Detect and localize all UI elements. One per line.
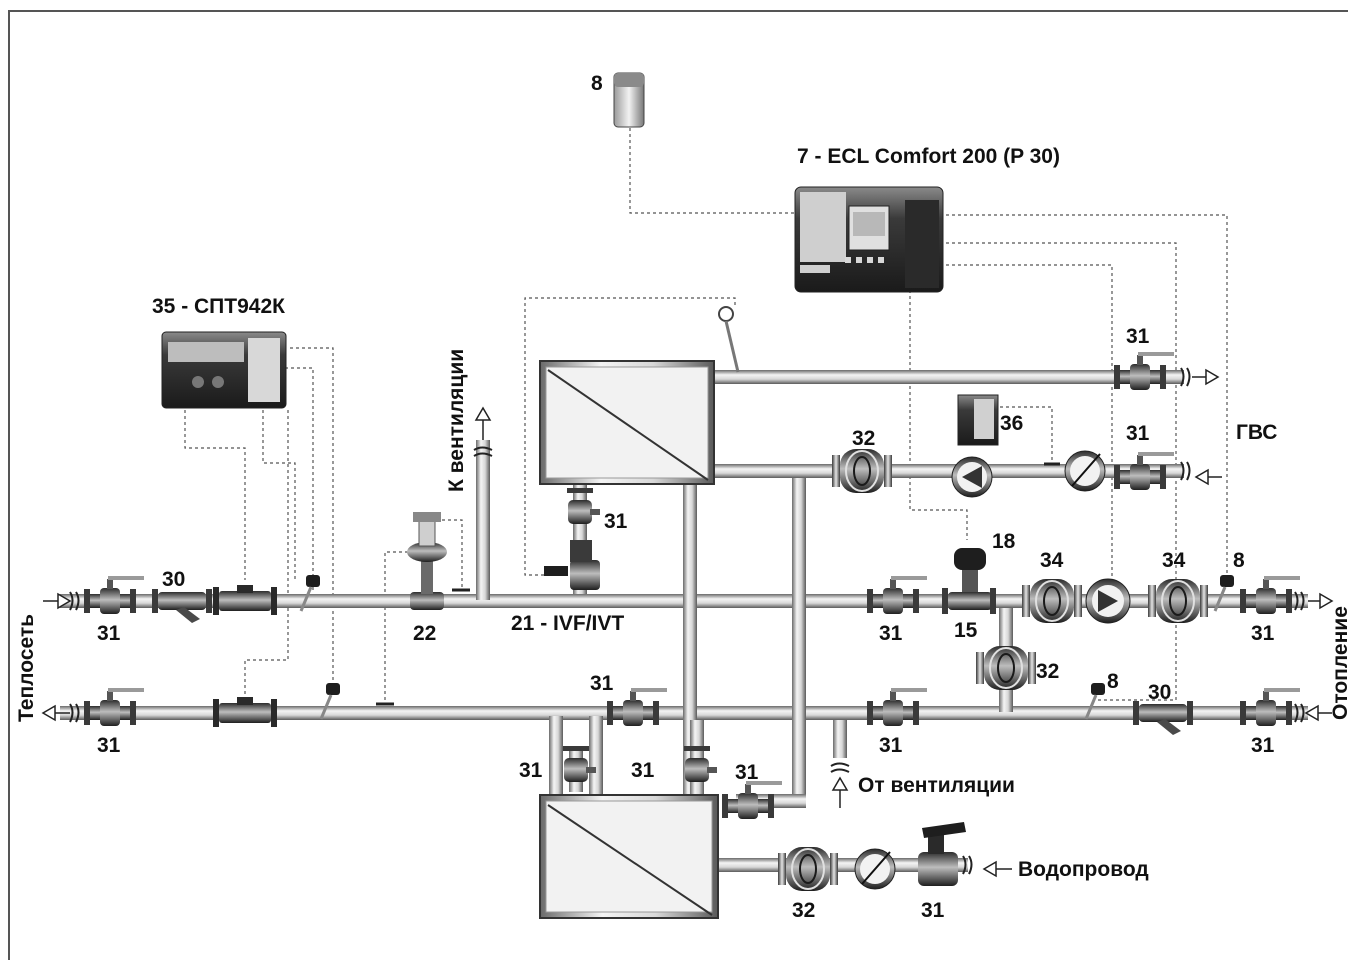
arrow-heating-in (1304, 704, 1332, 722)
label-n22: 22 (413, 622, 436, 645)
compensator-heating (975, 645, 1037, 691)
compensator-water (777, 846, 839, 892)
valve21-label: 21 - IVF/IVT (511, 612, 624, 635)
label-heating: Отопление (1329, 606, 1348, 720)
label-n31-hx2-c: 31 (735, 761, 759, 784)
label-n34-b: 34 (1162, 549, 1186, 572)
label-n31-return-hx: 31 (590, 672, 614, 695)
ball-valve-hx1 (567, 488, 600, 534)
label-n31-dhw-top: 31 (1126, 325, 1150, 348)
ball-valve-dhw-out (1114, 352, 1174, 390)
label-dhw: ГВС (1236, 421, 1277, 444)
label-heat-network: Теплосеть (15, 614, 38, 722)
outer-border (8, 10, 1348, 960)
arrow-water-in (982, 860, 1012, 878)
label-n15: 15 (954, 619, 978, 642)
pipe-break-marks (69, 367, 1305, 875)
arrow-dhw-out (1192, 368, 1220, 386)
label-n31-dhw-mid: 31 (1126, 422, 1150, 445)
cold-water-meter (854, 848, 896, 890)
ball-valve-return-right (1240, 688, 1300, 726)
label-to-ventilation: К вентиляции (445, 349, 468, 492)
pressure-regulator (407, 512, 447, 610)
arrow-dhw-in (1194, 468, 1222, 486)
compensator-34a (1021, 578, 1083, 624)
frequency-converter (957, 394, 999, 446)
label-n31-supply-left: 31 (97, 622, 121, 645)
water-supply-valve (918, 822, 966, 886)
arrow-from-vent (831, 776, 849, 808)
arrow-heat-in (43, 592, 72, 610)
label-n30-supply: 30 (162, 568, 185, 591)
ball-valve-return-mid (867, 688, 927, 726)
heat-exchanger-heating (539, 794, 719, 919)
meter-label: 35 - СПТ942К (152, 295, 285, 318)
arrow-heating-out (1308, 592, 1334, 610)
dhw-temp-sensor (718, 306, 740, 373)
arrow-heat-out (41, 704, 70, 722)
label-n31-hx2-b: 31 (631, 759, 655, 782)
ball-valve-supply-right (1240, 576, 1300, 614)
strainer-supply (152, 589, 212, 623)
arrow-to-vent (474, 406, 492, 440)
flow-arrows (41, 368, 1334, 878)
label-n30-return: 30 (1148, 681, 1171, 704)
label-n31-valve21: 31 (604, 510, 628, 533)
label-n31-return-right: 31 (1251, 734, 1275, 757)
ball-valve-dhw-in (1114, 452, 1174, 490)
controller-label: 7 - ECL Comfort 200 (P 30) (797, 145, 1060, 168)
label-n8-right: 8 (1233, 549, 1245, 572)
label-n31-return-mid: 31 (879, 734, 903, 757)
outdoor-sensor (613, 72, 645, 128)
label-n31-return-left: 31 (97, 734, 121, 757)
heat-exchanger-dhw (539, 360, 715, 485)
label-water-supply: Водопровод (1018, 858, 1149, 881)
flowmeter-supply (213, 585, 277, 615)
ecl-controller (794, 186, 944, 293)
heat-meter-calculator (161, 331, 287, 409)
ball-valve-return-hx (607, 688, 667, 726)
compensator-34b (1147, 578, 1209, 624)
ball-valve-hx2-side (722, 781, 782, 819)
label-n32-water: 32 (792, 899, 815, 922)
control-valve-21 (544, 540, 600, 590)
strainer-return (1133, 701, 1193, 735)
label-n32-dhw: 32 (852, 427, 875, 450)
motorized-valve (942, 548, 996, 614)
label-n18: 18 (992, 530, 1016, 553)
label-n31-supply-mid: 31 (879, 622, 903, 645)
label-n31-water: 31 (921, 899, 945, 922)
label-n36: 36 (1000, 412, 1023, 435)
ball-valve-supply-mid (867, 576, 927, 614)
compensator-dhw (831, 448, 893, 494)
ball-valve-supply-left (84, 576, 144, 614)
flowmeter-return (213, 697, 277, 727)
label-n34-a: 34 (1040, 549, 1064, 572)
dhw-circulation-pump (951, 456, 993, 498)
label-n31-hx2-a: 31 (519, 759, 543, 782)
label-n32-heating: 32 (1036, 660, 1059, 683)
ball-valve-return-left (84, 688, 144, 726)
label-n31-supply-right: 31 (1251, 622, 1275, 645)
label-from-ventilation: От вентиляции (858, 774, 1015, 797)
label-n8-top: 8 (591, 72, 603, 95)
label-n8-return: 8 (1107, 670, 1119, 693)
heating-circulation-pump (1085, 578, 1131, 624)
impulse-taps (376, 462, 1060, 706)
dhw-water-meter (1064, 450, 1106, 492)
